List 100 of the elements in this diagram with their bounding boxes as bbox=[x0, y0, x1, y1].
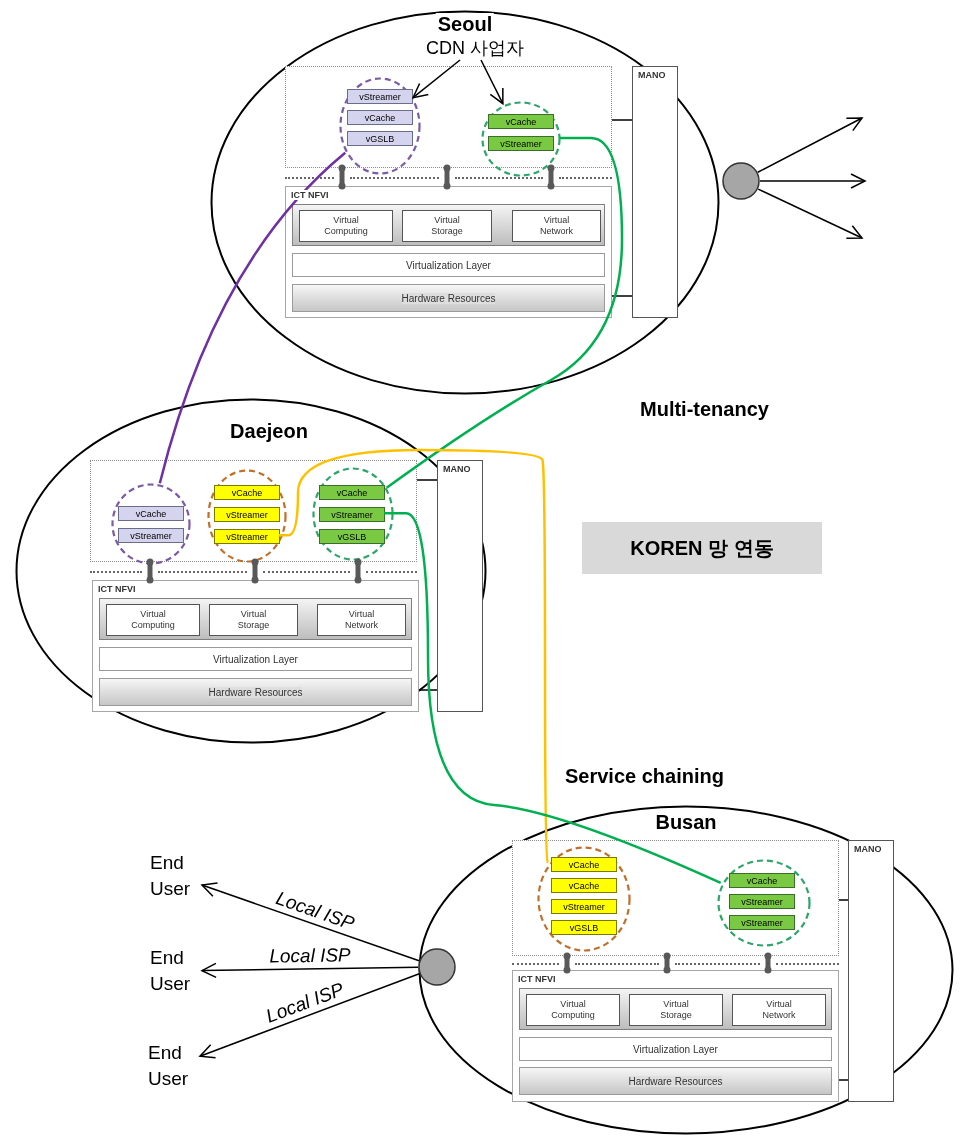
site-name: Daejeon bbox=[228, 420, 310, 443]
resource-band bbox=[292, 204, 605, 246]
panel-title: ICT NFVI bbox=[98, 584, 136, 594]
dot-end-connector bbox=[338, 164, 346, 190]
site-ellipse bbox=[210, 10, 720, 395]
function-label: vStreamer bbox=[741, 896, 783, 907]
function-label: vCache bbox=[231, 487, 263, 498]
hardware-label: Hardware Resources bbox=[628, 1075, 723, 1087]
dot-end-connector bbox=[146, 558, 154, 584]
resource-band bbox=[519, 988, 832, 1030]
resource-band bbox=[99, 598, 412, 640]
site-ellipse bbox=[418, 805, 954, 1135]
dashed-group-circle bbox=[481, 101, 561, 177]
vnf-box bbox=[729, 873, 795, 888]
hardware-bar bbox=[519, 1067, 832, 1095]
site-ellipse bbox=[15, 398, 487, 744]
arrow bbox=[757, 188, 863, 240]
layer-label: Virtualization Layer bbox=[213, 653, 298, 665]
vnf-box bbox=[488, 136, 554, 151]
connector-line bbox=[838, 1079, 849, 1081]
connector-line bbox=[611, 119, 633, 121]
arrow bbox=[759, 173, 866, 189]
function-label: vGSLB bbox=[569, 922, 599, 933]
vnf-box bbox=[319, 507, 385, 522]
hardware-bar bbox=[99, 678, 412, 706]
dashed-group-circle bbox=[339, 77, 421, 175]
connector-line bbox=[418, 689, 438, 691]
gateway-circle bbox=[722, 162, 760, 200]
vnf-box bbox=[319, 485, 385, 500]
hardware-label: Hardware Resources bbox=[208, 686, 303, 698]
dot-end-connector bbox=[251, 558, 259, 584]
resource-box bbox=[317, 604, 406, 636]
hardware-bar bbox=[292, 284, 605, 312]
resource-box bbox=[512, 210, 601, 242]
vnf-box bbox=[551, 878, 617, 893]
dot-end-connector bbox=[764, 952, 772, 974]
mano-panel bbox=[437, 460, 483, 712]
function-label: vStreamer bbox=[359, 91, 401, 102]
connector-line bbox=[416, 479, 438, 481]
arrow bbox=[199, 972, 420, 1059]
function-label: vCache bbox=[746, 875, 778, 886]
user-label: End User bbox=[150, 945, 202, 997]
vnf-box bbox=[551, 857, 617, 872]
annotation-label: Service chaining bbox=[565, 765, 724, 788]
connector-line bbox=[385, 136, 624, 489]
function-label: vStreamer bbox=[226, 531, 268, 542]
vnf-box bbox=[118, 528, 184, 543]
arrow bbox=[757, 117, 863, 173]
arrow bbox=[201, 962, 419, 979]
function-label: vCache bbox=[505, 116, 537, 127]
function-label: vStreamer bbox=[226, 509, 268, 520]
nfvi-panel bbox=[92, 580, 419, 712]
layer-bar bbox=[292, 253, 605, 277]
vnf-box bbox=[214, 507, 280, 522]
vnf-box bbox=[347, 89, 413, 104]
connector-line bbox=[611, 295, 633, 297]
function-label: vCache bbox=[135, 508, 167, 519]
function-label: vGSLB bbox=[337, 531, 367, 542]
vnf-box bbox=[488, 114, 554, 129]
vnf-box bbox=[118, 506, 184, 521]
function-label: vStreamer bbox=[331, 509, 373, 520]
resource-label: Virtual Computing bbox=[548, 999, 598, 1021]
gateway-circle bbox=[418, 948, 456, 986]
vnf-box bbox=[729, 894, 795, 909]
resource-box bbox=[732, 994, 826, 1026]
user-label: End User bbox=[150, 850, 202, 902]
resource-box bbox=[526, 994, 620, 1026]
resource-label: Virtual Computing bbox=[321, 215, 371, 237]
resource-label: Virtual Computing bbox=[128, 609, 178, 631]
resource-box bbox=[106, 604, 200, 636]
dashed-group-circle bbox=[111, 483, 191, 565]
layer-bar bbox=[99, 647, 412, 671]
function-label: vCache bbox=[364, 112, 396, 123]
layer-label: Virtualization Layer bbox=[633, 1043, 718, 1055]
function-label: vStreamer bbox=[130, 530, 172, 541]
vnf-area bbox=[512, 840, 839, 956]
connector-line bbox=[384, 511, 722, 884]
provider-label: CDN 사업자 bbox=[415, 36, 535, 60]
resource-box bbox=[209, 604, 298, 636]
function-label: vCache bbox=[336, 487, 368, 498]
dashed-group-circle bbox=[717, 859, 811, 947]
resource-box bbox=[629, 994, 723, 1026]
dashed-group-circle bbox=[207, 469, 287, 563]
arrow bbox=[201, 882, 420, 962]
mano-panel bbox=[848, 840, 894, 1102]
connector-line bbox=[158, 151, 347, 484]
vnf-box bbox=[214, 485, 280, 500]
vnf-box bbox=[347, 131, 413, 146]
function-label: vStreamer bbox=[563, 901, 605, 912]
function-label: vGSLB bbox=[365, 133, 395, 144]
function-label: vCache bbox=[568, 859, 600, 870]
hardware-label: Hardware Resources bbox=[401, 292, 496, 304]
dashed-group-circle bbox=[537, 846, 631, 952]
annotation-label: Multi-tenancy bbox=[640, 398, 769, 421]
function-label: vStreamer bbox=[741, 917, 783, 928]
panel-title: MANO bbox=[854, 844, 882, 854]
arrow bbox=[480, 59, 504, 105]
panel-title: ICT NFVI bbox=[291, 190, 329, 200]
nfvi-panel bbox=[285, 186, 612, 318]
dot-end-connector bbox=[663, 952, 671, 974]
